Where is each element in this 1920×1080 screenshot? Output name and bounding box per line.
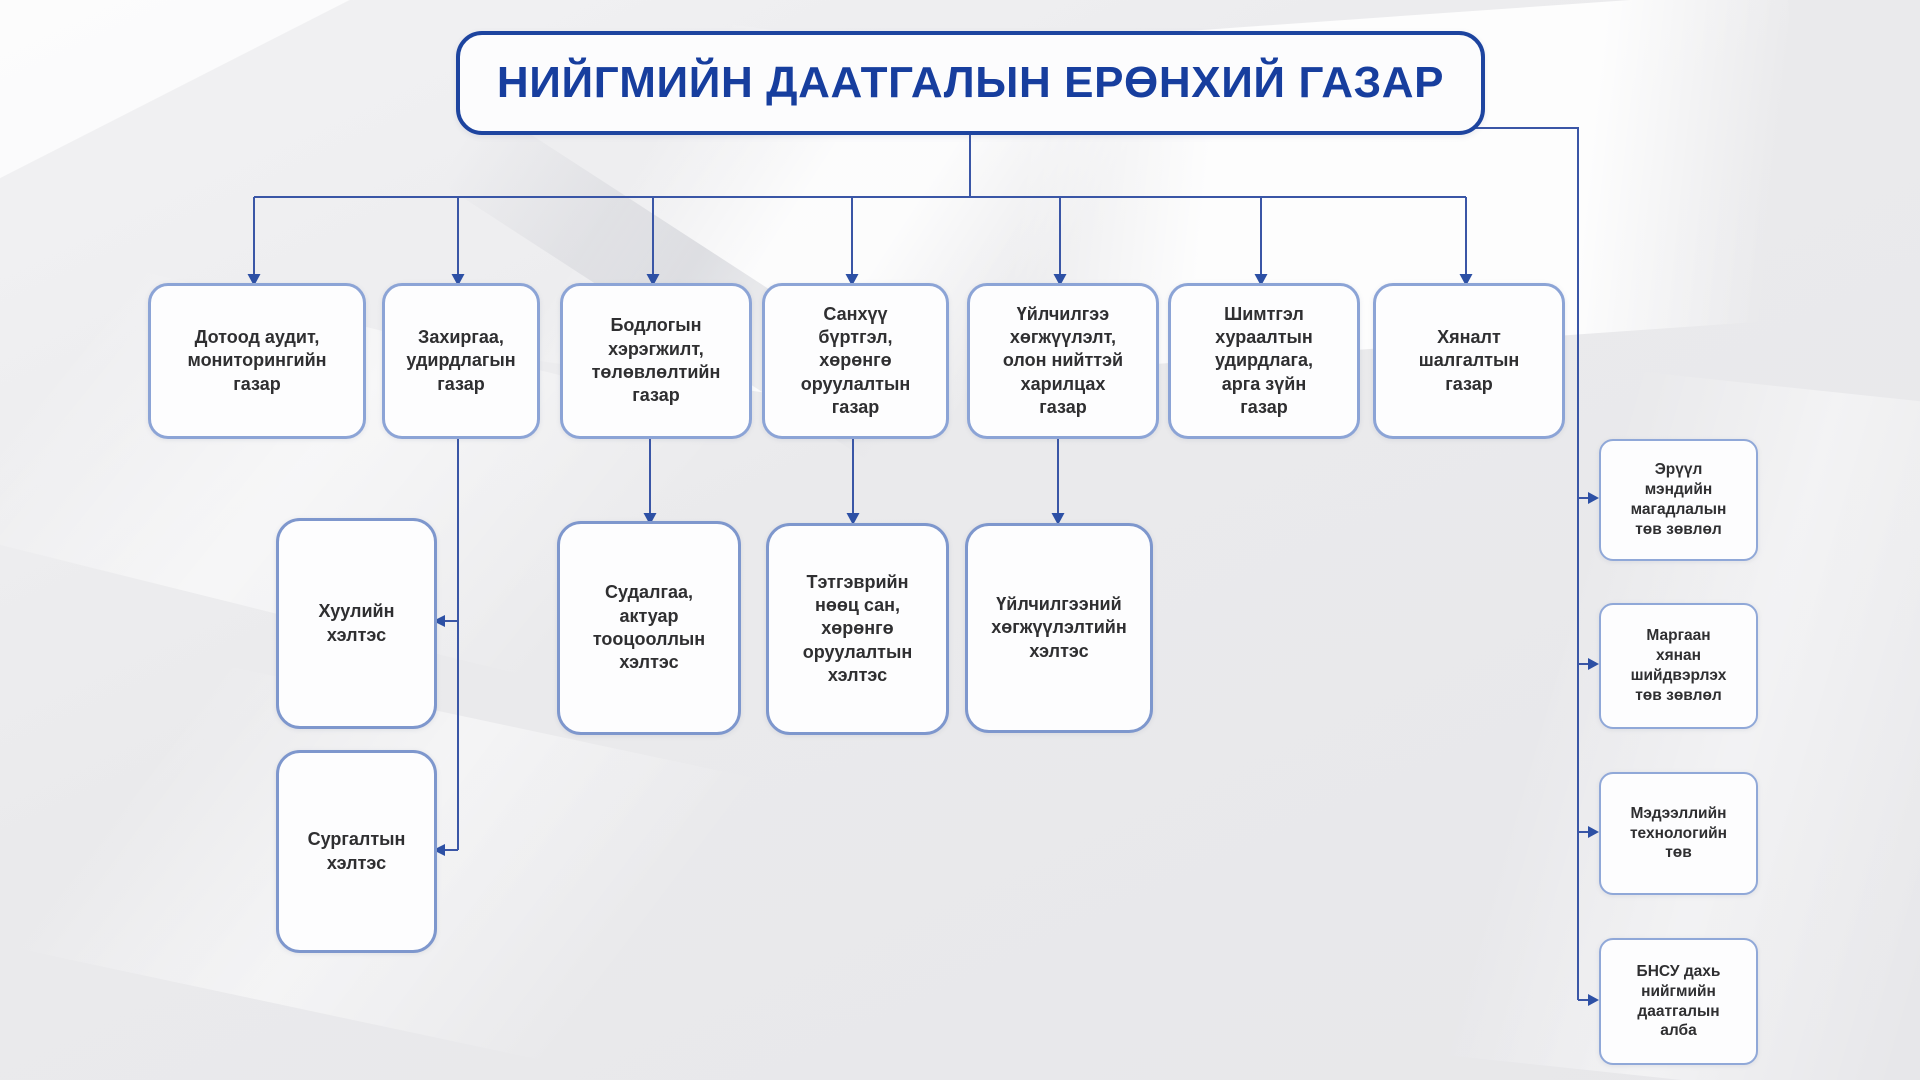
division-label: Хуулийн хэлтэс bbox=[318, 601, 395, 645]
page-title: НИЙГМИЙН ДААТГАЛЫН ЕРӨНХИЙ ГАЗАР bbox=[456, 31, 1485, 135]
dept-service-development-public-relations: Үйлчилгээ хөгжүүлэлт, олон нийттэй харил… bbox=[967, 283, 1159, 439]
dept-label: Санхүү бүртгэл, хөрөнгө оруулалтын газар bbox=[800, 303, 911, 418]
unit-social-insurance-office-south-korea: БНСУ дахь нийгмийн даатгалын алба bbox=[1599, 938, 1758, 1065]
unit-label: Эрүүл мэндийн магадлалын төв зөвлөл bbox=[1630, 461, 1727, 538]
dept-policy-implementation-planning: Бодлогын хэрэгжилт, төлөвлөлтийн газар bbox=[560, 283, 752, 439]
dept-label: Хяналт шалгалтын газар bbox=[1418, 326, 1520, 394]
unit-label: Маргаан хянан шийдвэрлэх төв зөвлөл bbox=[1630, 627, 1727, 704]
dept-administration-management: Захиргаа, удирдлагын газар bbox=[382, 283, 540, 439]
unit-health-assessment-central-council: Эрүүл мэндийн магадлалын төв зөвлөл bbox=[1599, 439, 1758, 561]
division-service-development: Үйлчилгээний хөгжүүлэлтийн хэлтэс bbox=[965, 523, 1153, 733]
dept-label: Дотоод аудит, мониторингийн газар bbox=[187, 326, 327, 394]
dept-label: Захиргаа, удирдлагын газар bbox=[406, 326, 516, 394]
division-pension-reserve-fund-investment: Тэтгэврийн нөөц сан, хөрөнгө оруулалтын … bbox=[766, 523, 949, 735]
division-legal: Хуулийн хэлтэс bbox=[276, 518, 437, 729]
dept-finance-accounting-investment: Санхүү бүртгэл, хөрөнгө оруулалтын газар bbox=[762, 283, 949, 439]
unit-label: Мэдээллийн технологийн төв bbox=[1629, 804, 1728, 862]
dept-label: Шимтгэл хураалтын удирдлага, арга зүйн г… bbox=[1215, 303, 1313, 418]
division-label: Сургалтын хэлтэс bbox=[307, 829, 406, 873]
dept-label: Үйлчилгээ хөгжүүлэлт, олон нийттэй харил… bbox=[1002, 303, 1124, 418]
dept-contribution-collection-methodology: Шимтгэл хураалтын удирдлага, арга зүйн г… bbox=[1168, 283, 1360, 439]
dept-label: Бодлогын хэрэгжилт, төлөвлөлтийн газар bbox=[591, 315, 721, 406]
unit-label: БНСУ дахь нийгмийн даатгалын алба bbox=[1636, 962, 1721, 1040]
dept-internal-audit-monitoring: Дотоод аудит, мониторингийн газар bbox=[148, 283, 366, 439]
division-label: Тэтгэврийн нөөц сан, хөрөнгө оруулалтын … bbox=[802, 571, 913, 686]
page-title-label: НИЙГМИЙН ДААТГАЛЫН ЕРӨНХИЙ ГАЗАР bbox=[496, 58, 1445, 107]
unit-information-technology-center: Мэдээллийн технологийн төв bbox=[1599, 772, 1758, 895]
division-label: Үйлчилгээний хөгжүүлэлтийн хэлтэс bbox=[991, 593, 1127, 661]
division-training: Сургалтын хэлтэс bbox=[276, 750, 437, 953]
dept-inspection-control: Хяналт шалгалтын газар bbox=[1373, 283, 1565, 439]
division-research-actuarial-calculation: Судалгаа, актуар тооцооллын хэлтэс bbox=[557, 521, 741, 735]
unit-dispute-resolution-central-council: Маргаан хянан шийдвэрлэх төв зөвлөл bbox=[1599, 603, 1758, 729]
division-label: Судалгаа, актуар тооцооллын хэлтэс bbox=[592, 582, 706, 673]
